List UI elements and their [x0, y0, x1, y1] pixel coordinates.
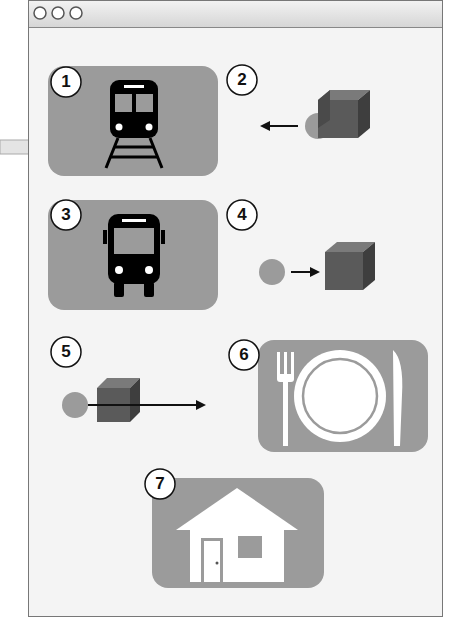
callout-number: 2 — [227, 65, 257, 95]
cube-with-ball — [262, 90, 370, 139]
train-icon — [106, 80, 162, 168]
plate-icon — [277, 350, 402, 446]
title-bar-border — [29, 27, 442, 28]
ball-through-cube — [62, 378, 204, 422]
ball-to-cube — [259, 242, 375, 290]
bus-icon — [103, 214, 165, 297]
icon-panel — [48, 66, 218, 176]
callout-number: 6 — [229, 340, 259, 370]
window-frame — [29, 1, 443, 617]
callout-number: 7 — [145, 469, 175, 499]
callout-number: 3 — [51, 200, 81, 230]
callout-number: 1 — [51, 67, 81, 97]
background-window — [0, 140, 30, 154]
icon-panel — [258, 340, 428, 452]
icon-panel — [48, 200, 218, 310]
title-bar — [29, 1, 442, 27]
callout-number: 5 — [51, 337, 81, 367]
icon-panel — [152, 478, 324, 588]
window-buttons — [34, 7, 82, 19]
callout-number: 4 — [227, 200, 257, 230]
callout-circles — [51, 65, 259, 499]
house-icon — [176, 488, 298, 582]
